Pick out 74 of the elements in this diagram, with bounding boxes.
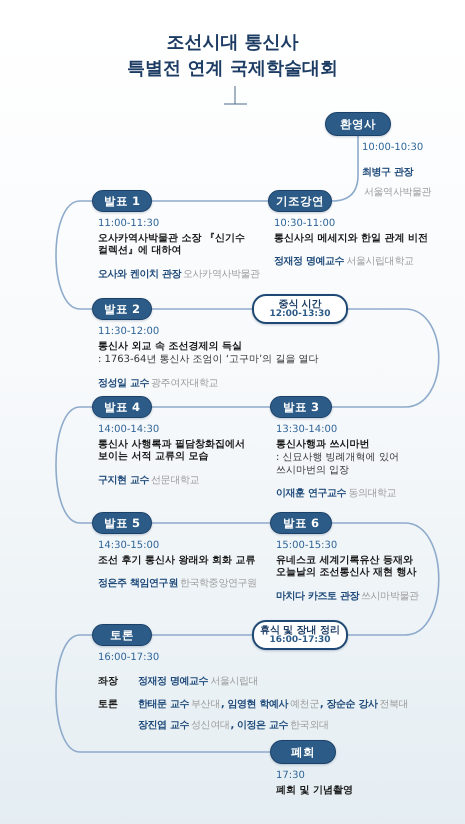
time-text: 14:30-15:00 bbox=[98, 540, 160, 552]
session-pill: 발표 5 bbox=[92, 512, 152, 534]
break-pill: 중식 시간 12:00-13:30 bbox=[252, 294, 348, 324]
talk-title: 통신사 외교 속 조선경제의 득실 bbox=[98, 340, 242, 353]
talk-title: 오사카역사박물관 소장 『신기수 컬렉션』에 대하여 bbox=[98, 232, 246, 258]
session-pill: 발표 2 bbox=[92, 298, 152, 320]
session-pill: 발표 6 bbox=[270, 512, 332, 534]
speaker-name: 정성일 교수 bbox=[98, 376, 150, 390]
timeline-line bbox=[152, 522, 270, 524]
role-label: 토론 bbox=[98, 698, 119, 712]
affiliation-text: 선문대학교 bbox=[151, 474, 200, 486]
timeline-line bbox=[152, 308, 252, 310]
speaker-name: 정재정 명예교수 bbox=[274, 255, 344, 268]
speaker-name: 마치다 카즈토 관장 bbox=[276, 590, 359, 602]
timeline-line bbox=[332, 522, 440, 636]
speaker-name: 한태문 교수 bbox=[138, 698, 190, 712]
session-pill: 발표 4 bbox=[92, 396, 152, 418]
timeline-line bbox=[332, 136, 359, 202]
affiliation-text: 서울역사박물관 bbox=[364, 186, 432, 200]
affiliation-text: 한국외대 bbox=[290, 719, 328, 732]
session-pill: 환영사 bbox=[325, 112, 391, 136]
speaker-name: 오사와 켄이치 관장 bbox=[98, 268, 181, 280]
time-text: 10:00-10:30 bbox=[362, 142, 424, 154]
affiliation-text: 예천군 bbox=[290, 698, 319, 712]
role-label: 좌장 bbox=[98, 674, 119, 688]
time-text: 11:30-12:00 bbox=[98, 326, 160, 338]
affiliation-text: 서울시립대 bbox=[210, 674, 258, 688]
affiliation-text: 서울시립대학교 bbox=[346, 255, 414, 268]
talk-title: 유네스코 세계기록유산 등재와 오늘날의 조선통신사 재현 행사 bbox=[276, 554, 418, 580]
speaker-name: 정재정 명예교수 bbox=[138, 674, 208, 688]
timeline-line bbox=[152, 406, 270, 408]
affiliation-text: 쓰시마박물관 bbox=[360, 590, 419, 602]
session-pill: 기조강연 bbox=[268, 190, 332, 212]
time-text: 17:30 bbox=[276, 770, 305, 782]
break-pill: 휴식 및 장내 정리 16:00-17:30 bbox=[252, 620, 348, 650]
talk-subtitle: : 신묘사행 빙례개혁에 있어 쓰시마번의 입장 bbox=[276, 452, 400, 477]
speaker-name: , 임영현 학예사 bbox=[220, 698, 288, 712]
timeline-line bbox=[55, 406, 92, 524]
timeline-line bbox=[55, 200, 92, 310]
speaker-name: , 이정은 교수 bbox=[230, 719, 288, 732]
speaker-name: 장진엽 교수 bbox=[138, 719, 190, 732]
timeline-line bbox=[152, 200, 268, 202]
timeline-line bbox=[332, 308, 440, 408]
speaker-name: , 장순순 강사 bbox=[320, 698, 378, 712]
time-text: 15:00-15:30 bbox=[276, 540, 338, 552]
talk-title: 통신사행과 쓰시마번 bbox=[276, 438, 370, 451]
talk-title: 통신사 사행록과 필담창화집에서 보이는 서적 교류의 모습 bbox=[98, 438, 246, 464]
time-text: 11:00-11:30 bbox=[98, 218, 160, 230]
time-text: 16:00-17:30 bbox=[98, 652, 160, 664]
time-text: 14:00-14:30 bbox=[98, 424, 160, 436]
timeline-line bbox=[55, 634, 270, 753]
affiliation-text: 성신여대 bbox=[191, 719, 230, 732]
affiliation-text: 한국학중앙연구원 bbox=[180, 577, 257, 590]
time-text: 13:30-14:00 bbox=[276, 424, 338, 436]
session-pill: 발표 1 bbox=[92, 190, 152, 212]
affiliation-text: 동의대학교 bbox=[348, 487, 396, 500]
affiliation-text: 부산대 bbox=[191, 698, 220, 712]
talk-title: 조선 후기 통신사 왕래와 회화 교류 bbox=[98, 554, 256, 567]
speaker-name: 이재훈 연구교수 bbox=[276, 487, 346, 500]
timeline-line bbox=[152, 634, 252, 636]
speaker-name: 최병구 관장 bbox=[362, 166, 414, 178]
affiliation-text: 전북대 bbox=[379, 698, 408, 712]
talk-title: 폐회 및 기념촬영 bbox=[276, 784, 353, 797]
session-pill: 토론 bbox=[92, 624, 152, 646]
session-pill: 폐회 bbox=[270, 740, 336, 764]
speaker-name: 정은주 책임연구원 bbox=[98, 577, 178, 590]
poster-title: 조선시대 통신사 특별전 연계 국제학술대회 bbox=[126, 31, 339, 82]
talk-title: 통신사의 메세지와 한일 관계 비전 bbox=[274, 232, 428, 245]
session-pill: 발표 3 bbox=[270, 396, 332, 418]
affiliation-text: 오사카역사박물관 bbox=[182, 268, 260, 280]
talk-subtitle: : 1763-64년 통신사 조엄이 ‘고구마’의 길을 열다 bbox=[98, 354, 319, 366]
affiliation-text: 광주여자대학교 bbox=[151, 376, 218, 390]
speaker-name: 구지현 교수 bbox=[98, 474, 150, 486]
time-text: 10:30-11:00 bbox=[274, 218, 336, 230]
